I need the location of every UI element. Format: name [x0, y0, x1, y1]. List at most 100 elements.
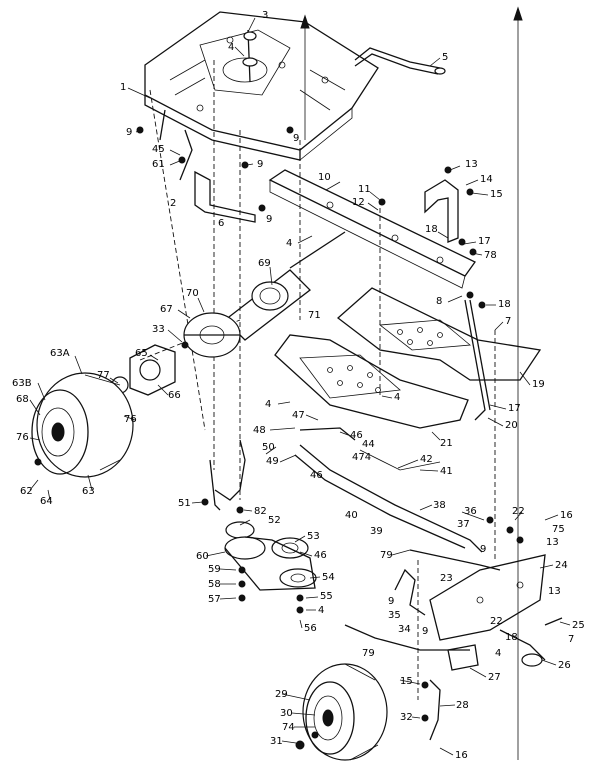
callout-7: 7	[505, 316, 511, 327]
callout-42: 42	[420, 454, 433, 465]
callout-56: 56	[304, 623, 317, 634]
callout-76: 76	[124, 414, 137, 425]
callout-53: 53	[307, 531, 320, 542]
callout-37: 37	[457, 519, 470, 530]
callout-30: 30	[280, 708, 293, 719]
rod-5	[354, 47, 446, 75]
callout-63B: 63B	[12, 378, 32, 389]
callout-19: 19	[532, 379, 545, 390]
callout-22: 22	[490, 616, 503, 627]
callout-48: 48	[253, 425, 266, 436]
callout-9: 9	[422, 626, 428, 637]
callout-18: 18	[425, 224, 438, 235]
callout-36: 36	[464, 506, 477, 517]
callout-9: 9	[293, 133, 299, 144]
callout-66: 66	[168, 390, 181, 401]
pulley-system	[224, 521, 317, 591]
callout-55: 55	[320, 591, 333, 602]
wheel-29	[302, 663, 388, 761]
steering-linkage	[394, 568, 563, 667]
rod-79-bracket-24	[344, 549, 546, 651]
callout-25: 25	[572, 620, 585, 631]
hardware-nuts	[34, 126, 524, 750]
callout-24: 24	[555, 560, 568, 571]
callout-79: 79	[362, 648, 375, 659]
callout-4: 4	[265, 399, 271, 410]
callout-28: 28	[456, 700, 469, 711]
callout-4: 4	[495, 648, 501, 659]
callout-3: 3	[262, 10, 268, 21]
callout-63: 63	[82, 486, 95, 497]
clutch-rods	[294, 427, 483, 553]
alignment-lines	[139, 60, 496, 700]
callout-4: 4	[286, 238, 292, 249]
callout-65: 65	[135, 348, 148, 359]
callout-63A: 63A	[50, 348, 70, 359]
callout-10: 10	[318, 172, 331, 183]
callout-11: 11	[358, 184, 371, 195]
leader-lines	[29, 17, 571, 756]
callout-7: 7	[568, 634, 574, 645]
callout-33: 33	[152, 324, 165, 335]
callout-78: 78	[484, 250, 497, 261]
callout-60: 60	[196, 551, 209, 562]
callout-34: 34	[398, 624, 411, 635]
brackets-2-6	[159, 109, 256, 223]
callout-26: 26	[558, 660, 571, 671]
lever-50-51	[209, 439, 246, 511]
bracket-14	[424, 179, 459, 243]
callout-22: 22	[512, 506, 525, 517]
callout-9: 9	[266, 214, 272, 225]
axle-support-10	[268, 169, 476, 289]
callout-71: 71	[308, 310, 321, 321]
callout-18: 18	[505, 632, 518, 643]
callout-21: 21	[440, 438, 453, 449]
callout-4: 4	[318, 605, 324, 616]
callout-4: 4	[228, 42, 234, 53]
callout-67: 67	[160, 304, 173, 315]
callout-20: 20	[505, 420, 518, 431]
callout-8: 8	[436, 296, 442, 307]
sprocket-70	[183, 312, 241, 358]
callout-59: 59	[208, 564, 221, 575]
callout-1: 1	[120, 82, 126, 93]
callout-16: 16	[560, 510, 573, 521]
callout-32: 32	[400, 712, 413, 723]
callout-61: 61	[152, 159, 165, 170]
callout-13: 13	[548, 586, 561, 597]
callout-57: 57	[208, 594, 221, 605]
callout-9: 9	[257, 159, 263, 170]
callout-64: 64	[40, 496, 53, 507]
footrest-lower	[274, 334, 469, 429]
callout-41: 41	[440, 466, 453, 477]
callout-474: 474	[352, 452, 371, 463]
callout-58: 58	[208, 579, 221, 590]
callout-50: 50	[262, 442, 275, 453]
callout-62: 62	[20, 486, 33, 497]
callout-5: 5	[442, 52, 448, 63]
callout-47: 47	[292, 410, 305, 421]
callout-labels: 3 4 5 1 9 45 61 9 9 2 6 9 13 14 15 10 11…	[12, 10, 585, 761]
callout-75: 75	[552, 524, 565, 535]
callout-9: 9	[480, 544, 486, 555]
transaxle-69	[224, 231, 346, 341]
callout-35: 35	[388, 610, 401, 621]
callout-16: 16	[455, 750, 468, 761]
footrest-upper	[336, 287, 542, 381]
callout-12: 12	[352, 197, 365, 208]
callout-6: 6	[218, 218, 224, 229]
callout-68: 68	[16, 394, 29, 405]
callout-79: 79	[380, 550, 393, 561]
callout-45: 45	[152, 144, 165, 155]
callout-76: 76	[16, 432, 29, 443]
spindle-27-28	[429, 644, 479, 741]
callout-69: 69	[258, 258, 271, 269]
callout-49: 49	[266, 456, 279, 467]
callout-27: 27	[488, 672, 501, 683]
callout-9: 9	[126, 127, 132, 138]
callout-31: 31	[270, 736, 283, 747]
callout-77: 77	[97, 370, 110, 381]
callout-51: 51	[178, 498, 191, 509]
callout-52: 52	[268, 515, 281, 526]
callout-9: 9	[388, 596, 394, 607]
